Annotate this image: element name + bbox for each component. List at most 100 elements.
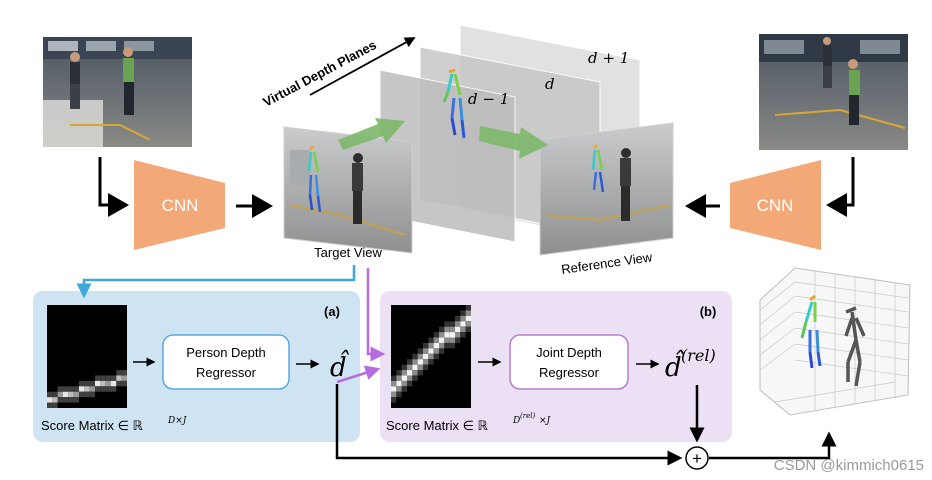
heatmap-cell <box>460 321 466 327</box>
heatmap-cell <box>465 310 471 316</box>
plane-skeleton <box>442 68 466 139</box>
heatmap-cell <box>439 342 445 349</box>
heatmap-cell <box>433 342 439 349</box>
heatmap-cell <box>412 353 418 360</box>
score-matrix-a-caption: Score Matrix ∈ ℝ D×J <box>41 416 188 433</box>
heatmap-cell <box>95 386 101 392</box>
heatmap-cell <box>401 380 407 387</box>
heatmap-cell <box>95 375 101 381</box>
heatmap-cell <box>465 326 471 333</box>
heatmap-cell <box>444 342 450 349</box>
heatmap-cell <box>73 397 79 403</box>
heatmap-cell <box>439 332 445 338</box>
heatmap-cell <box>396 386 402 392</box>
photo-to-cnn-right-arrow <box>826 157 855 217</box>
heatmap-cell <box>391 386 397 392</box>
heatmap-cell <box>79 391 85 398</box>
score-matrix-b-cells <box>391 305 471 403</box>
heatmap-cell <box>407 359 413 365</box>
heatmap-cell <box>47 402 53 408</box>
heatmap-cell <box>449 326 455 333</box>
heatmap-cell <box>57 386 63 392</box>
person-depth-regressor: Person Depth Regressor <box>162 334 290 390</box>
heatmap-cell <box>423 364 429 371</box>
heatmap-cell <box>100 375 106 381</box>
heatmap-cell <box>465 315 471 322</box>
heatmap-cell <box>52 391 58 398</box>
cnn-left-label: CNN <box>162 196 199 215</box>
heatmap-cell <box>396 375 402 381</box>
heatmap-cell <box>433 353 439 360</box>
heatmap-cell <box>412 359 418 365</box>
heatmap-cell <box>460 332 466 338</box>
heatmap-cell <box>407 380 413 387</box>
heatmap-cell <box>444 337 450 343</box>
heatmap-cell <box>407 370 413 376</box>
person-depth-regressor-line1: Person Depth <box>186 345 266 360</box>
heatmap-cell <box>449 342 455 349</box>
heatmap-cell <box>100 380 106 387</box>
plane-label-d: d <box>545 75 555 93</box>
heatmap-cell <box>391 391 397 398</box>
heatmap-cell <box>449 332 455 338</box>
heatmap-cell <box>63 391 69 398</box>
heatmap-cell <box>439 348 445 354</box>
blue-arrow-target-to-panel-a <box>76 265 356 299</box>
heatmap-cell <box>465 321 471 327</box>
right-input-photo <box>759 34 908 150</box>
score-matrix-a <box>47 305 127 408</box>
heatmap-cell <box>423 353 429 360</box>
heatmap-cell <box>428 342 434 349</box>
heatmap-cell <box>95 380 101 387</box>
heatmap-cell <box>89 391 95 398</box>
sum-node <box>685 446 709 470</box>
cnn-block-right: CNN <box>730 160 821 250</box>
target-skeleton <box>307 145 322 213</box>
score-matrix-b-caption-sup3: ×J <box>539 416 552 426</box>
heatmap-cell <box>455 321 461 327</box>
heatmap-cell <box>428 348 434 354</box>
score-matrix-a-caption-text: Score Matrix ∈ ℝ <box>41 418 144 433</box>
3d-plot-grid <box>759 271 909 416</box>
heatmap-cell <box>79 386 85 392</box>
heatmap-cell <box>439 326 445 333</box>
heatmap-cell <box>68 391 74 398</box>
heatmap-cell <box>47 397 53 403</box>
heatmap-cell <box>417 359 423 365</box>
dhat-to-sum-arrow <box>335 384 683 466</box>
joint-depth-regressor: Joint Depth Regressor <box>509 334 629 390</box>
person-depth-regressor-line2: Regressor <box>196 365 257 380</box>
heatmap-cell <box>423 348 429 354</box>
joint-depth-output: d̂ (rel) <box>665 346 716 383</box>
heatmap-cell <box>412 370 418 376</box>
heatmap-cell <box>449 337 455 343</box>
virtual-depth-planes-arrow <box>309 37 416 96</box>
sum-symbol: + <box>692 449 702 468</box>
heatmap-cell <box>433 332 439 338</box>
heatmap-cell <box>401 370 407 376</box>
heatmap-cell <box>423 342 429 349</box>
heatmap-cell <box>105 386 111 392</box>
heatmap-cell <box>396 370 402 376</box>
target-person-2 <box>352 153 363 224</box>
heatmap-cell <box>439 337 445 343</box>
panel-b-tag: (b) <box>700 304 717 319</box>
heatmap-cell <box>401 375 407 381</box>
heatmap-cell <box>121 380 127 387</box>
heatmap-cell <box>428 359 434 365</box>
person-depth-output: d̂ <box>330 349 350 383</box>
heatmap-cell <box>121 370 127 376</box>
heatmap-cell <box>455 332 461 338</box>
heatmap-cell <box>84 391 90 398</box>
reference-skeleton <box>591 144 605 193</box>
heatmap-cell <box>111 380 117 387</box>
score-matrix-b <box>391 305 471 408</box>
heatmap-cell <box>423 359 429 365</box>
heatmap-cell <box>52 402 58 408</box>
heatmap-cell <box>391 375 397 381</box>
heatmap-cell <box>396 391 402 398</box>
panel-a-tag: (a) <box>324 304 340 319</box>
heatmap-cell <box>396 380 402 387</box>
heatmap-cell <box>89 380 95 387</box>
heatmap-cell <box>449 321 455 327</box>
